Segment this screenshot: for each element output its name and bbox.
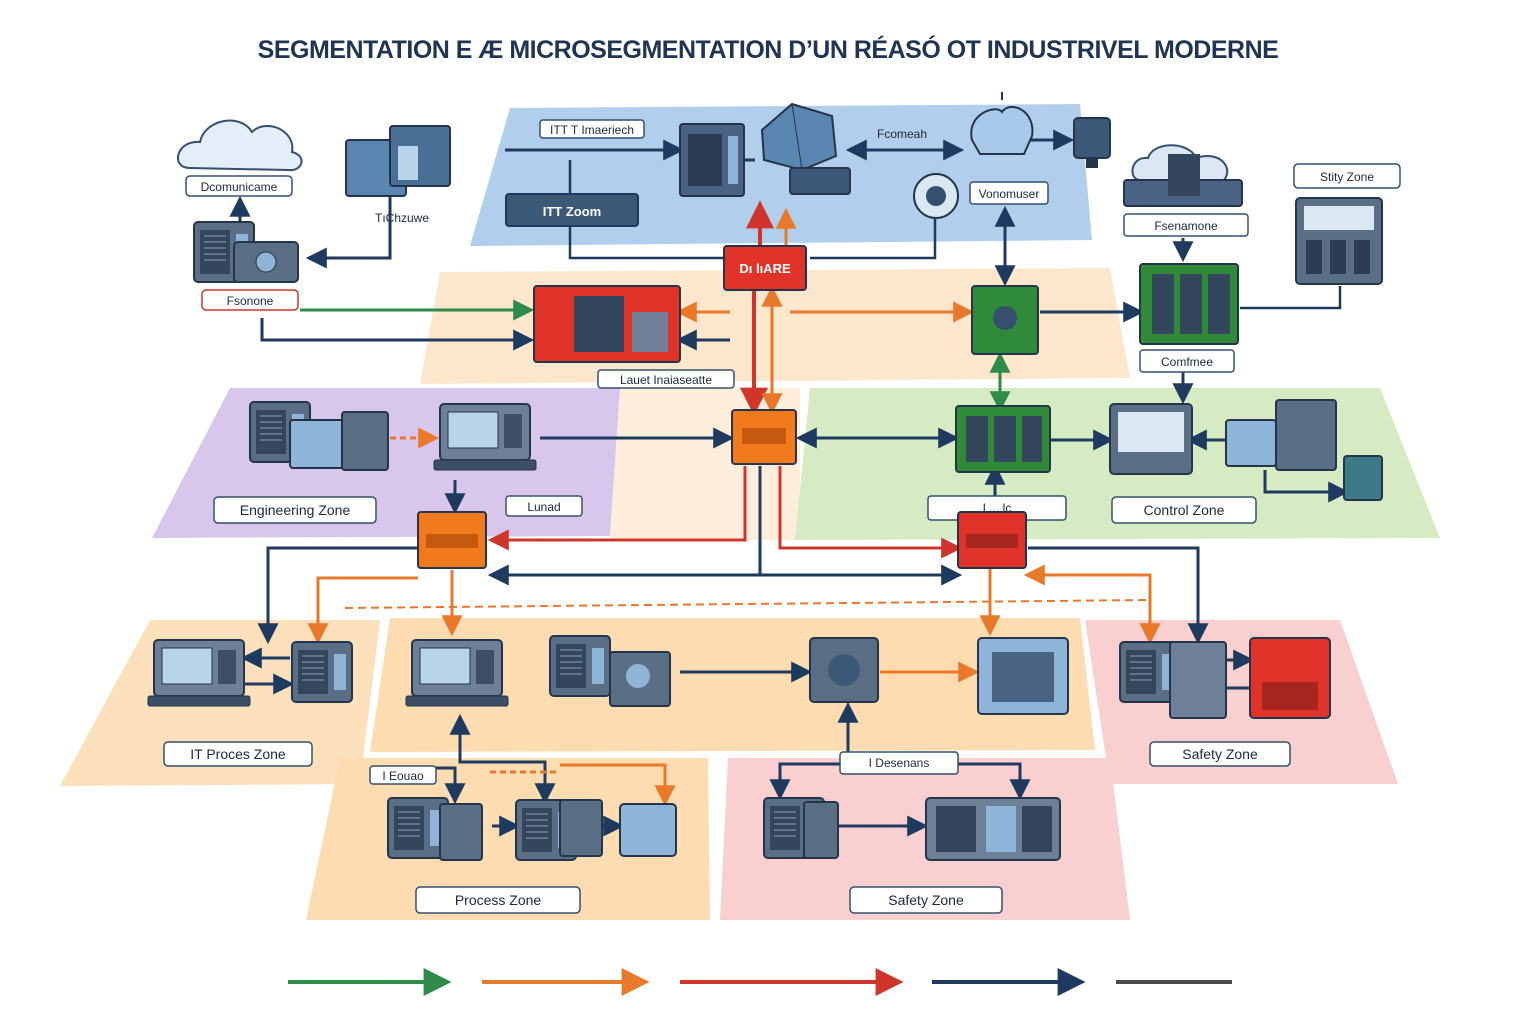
center-firewall [731, 409, 797, 465]
remote-server [193, 221, 299, 283]
cloud-label: Dcomunicame [185, 175, 293, 197]
it-top-label: ITT T Imaeriech [539, 119, 645, 139]
svg-text:I Eouao: I Eouao [382, 769, 424, 783]
safety-subtag: I Desenans [839, 751, 959, 775]
it-zone-box: ITT Zoom [505, 193, 639, 227]
itp-server [291, 641, 353, 703]
pb-server-1 [387, 797, 483, 861]
svg-text:Dcomunicame: Dcomunicame [201, 180, 278, 194]
right-box-label: Vonomuser [969, 181, 1049, 205]
safety-zone-mid-label: Safety Zone [1149, 741, 1291, 767]
engineering-zone-label: Engineering Zone [213, 496, 377, 524]
pb-server-2 [515, 799, 603, 861]
diagram-title: SEGMENTATION E Æ MICROSEGMENTATION D’UN … [257, 36, 1279, 64]
svg-text:Process Zone: Process Zone [455, 892, 542, 908]
proc-server [549, 635, 671, 707]
eng-workstation [433, 403, 537, 471]
dmz-firewall [533, 285, 681, 363]
process-subtag: I Eouao [369, 765, 437, 785]
svg-text:IT Proces Zone: IT Proces Zone [190, 746, 286, 762]
safety-red-device [1249, 637, 1331, 719]
left-firewall [417, 511, 487, 569]
svg-text:Control Zone: Control Zone [1144, 502, 1225, 518]
it-process-zone-label: IT Proces Zone [163, 741, 313, 767]
pb-monitor [619, 803, 677, 857]
itp-workstation [147, 639, 251, 707]
svg-text:Comfmee: Comfmee [1161, 355, 1213, 369]
it-core-server [679, 123, 745, 197]
svg-text:Fcomeah: Fcomeah [877, 127, 927, 141]
dmz-label: Lauet Inaiaseatte [597, 369, 735, 389]
svg-text:I Desenans: I Desenans [869, 756, 930, 770]
control-zone-label: Control Zone [1111, 496, 1257, 524]
svg-text:Lauet Inaiaseatte: Lauet Inaiaseatte [620, 373, 712, 387]
svg-text:Safety Zone: Safety Zone [1182, 746, 1258, 762]
eng-server [249, 401, 389, 471]
it-disc [913, 173, 959, 219]
control-monitor [1109, 403, 1193, 475]
right-server [1123, 144, 1243, 207]
main-firewall: Dı lıARE [723, 245, 807, 291]
safety-zone-top-label: Stity Zone [1293, 163, 1401, 189]
sb-server-1 [763, 797, 839, 859]
dmz-green-switch [971, 285, 1039, 355]
control-server [1225, 399, 1337, 471]
remote-label: Fsonone [201, 289, 299, 311]
svg-text:Fsonone: Fsonone [227, 294, 274, 308]
control-small-box [1343, 455, 1383, 501]
it-globe [970, 92, 1034, 155]
svg-text:Dı lıARE: Dı lıARE [739, 261, 791, 276]
safety-server [1119, 641, 1227, 719]
proc-plc [809, 637, 879, 703]
links [229, 129, 1350, 837]
it-switch [789, 167, 851, 195]
proc-machine [977, 637, 1069, 715]
svg-text:ITT Zoom: ITT Zoom [543, 204, 602, 219]
center-tag: Fcomeah [877, 127, 927, 141]
svg-text:Fsenamone: Fsenamone [1154, 219, 1218, 233]
it-router [760, 102, 838, 172]
dmz-green-server [1139, 263, 1239, 345]
cloud-icon [177, 119, 303, 172]
svg-text:TıChzuwe: TıChzuwe [375, 211, 429, 225]
svg-text:Vonomuser: Vonomuser [979, 187, 1040, 201]
sb-server-2 [925, 797, 1061, 861]
right-firewall [957, 511, 1027, 569]
process-zone-label: Process Zone [415, 886, 581, 914]
svg-text:Safety Zone: Safety Zone [888, 892, 964, 908]
small-mid-label: Lunad [505, 495, 583, 517]
compliance-label: Comfmee [1139, 349, 1235, 373]
safety-zone-bottom-label: Safety Zone [849, 886, 1003, 914]
it-server-left [345, 125, 451, 197]
svg-text:Engineering Zone: Engineering Zone [240, 502, 351, 518]
it-cam [1073, 117, 1111, 168]
svg-text:Stity Zone: Stity Zone [1320, 170, 1374, 184]
control-green [955, 405, 1051, 473]
proc-workstation [405, 639, 509, 707]
svg-text:ITT T Imaeriech: ITT T Imaeriech [550, 123, 634, 137]
right-server-label: Fsenamone [1123, 213, 1249, 237]
itzone-small-label: TıChzuwe [375, 211, 429, 225]
svg-text:Lunad: Lunad [527, 500, 560, 514]
safety-panel [1295, 197, 1383, 285]
